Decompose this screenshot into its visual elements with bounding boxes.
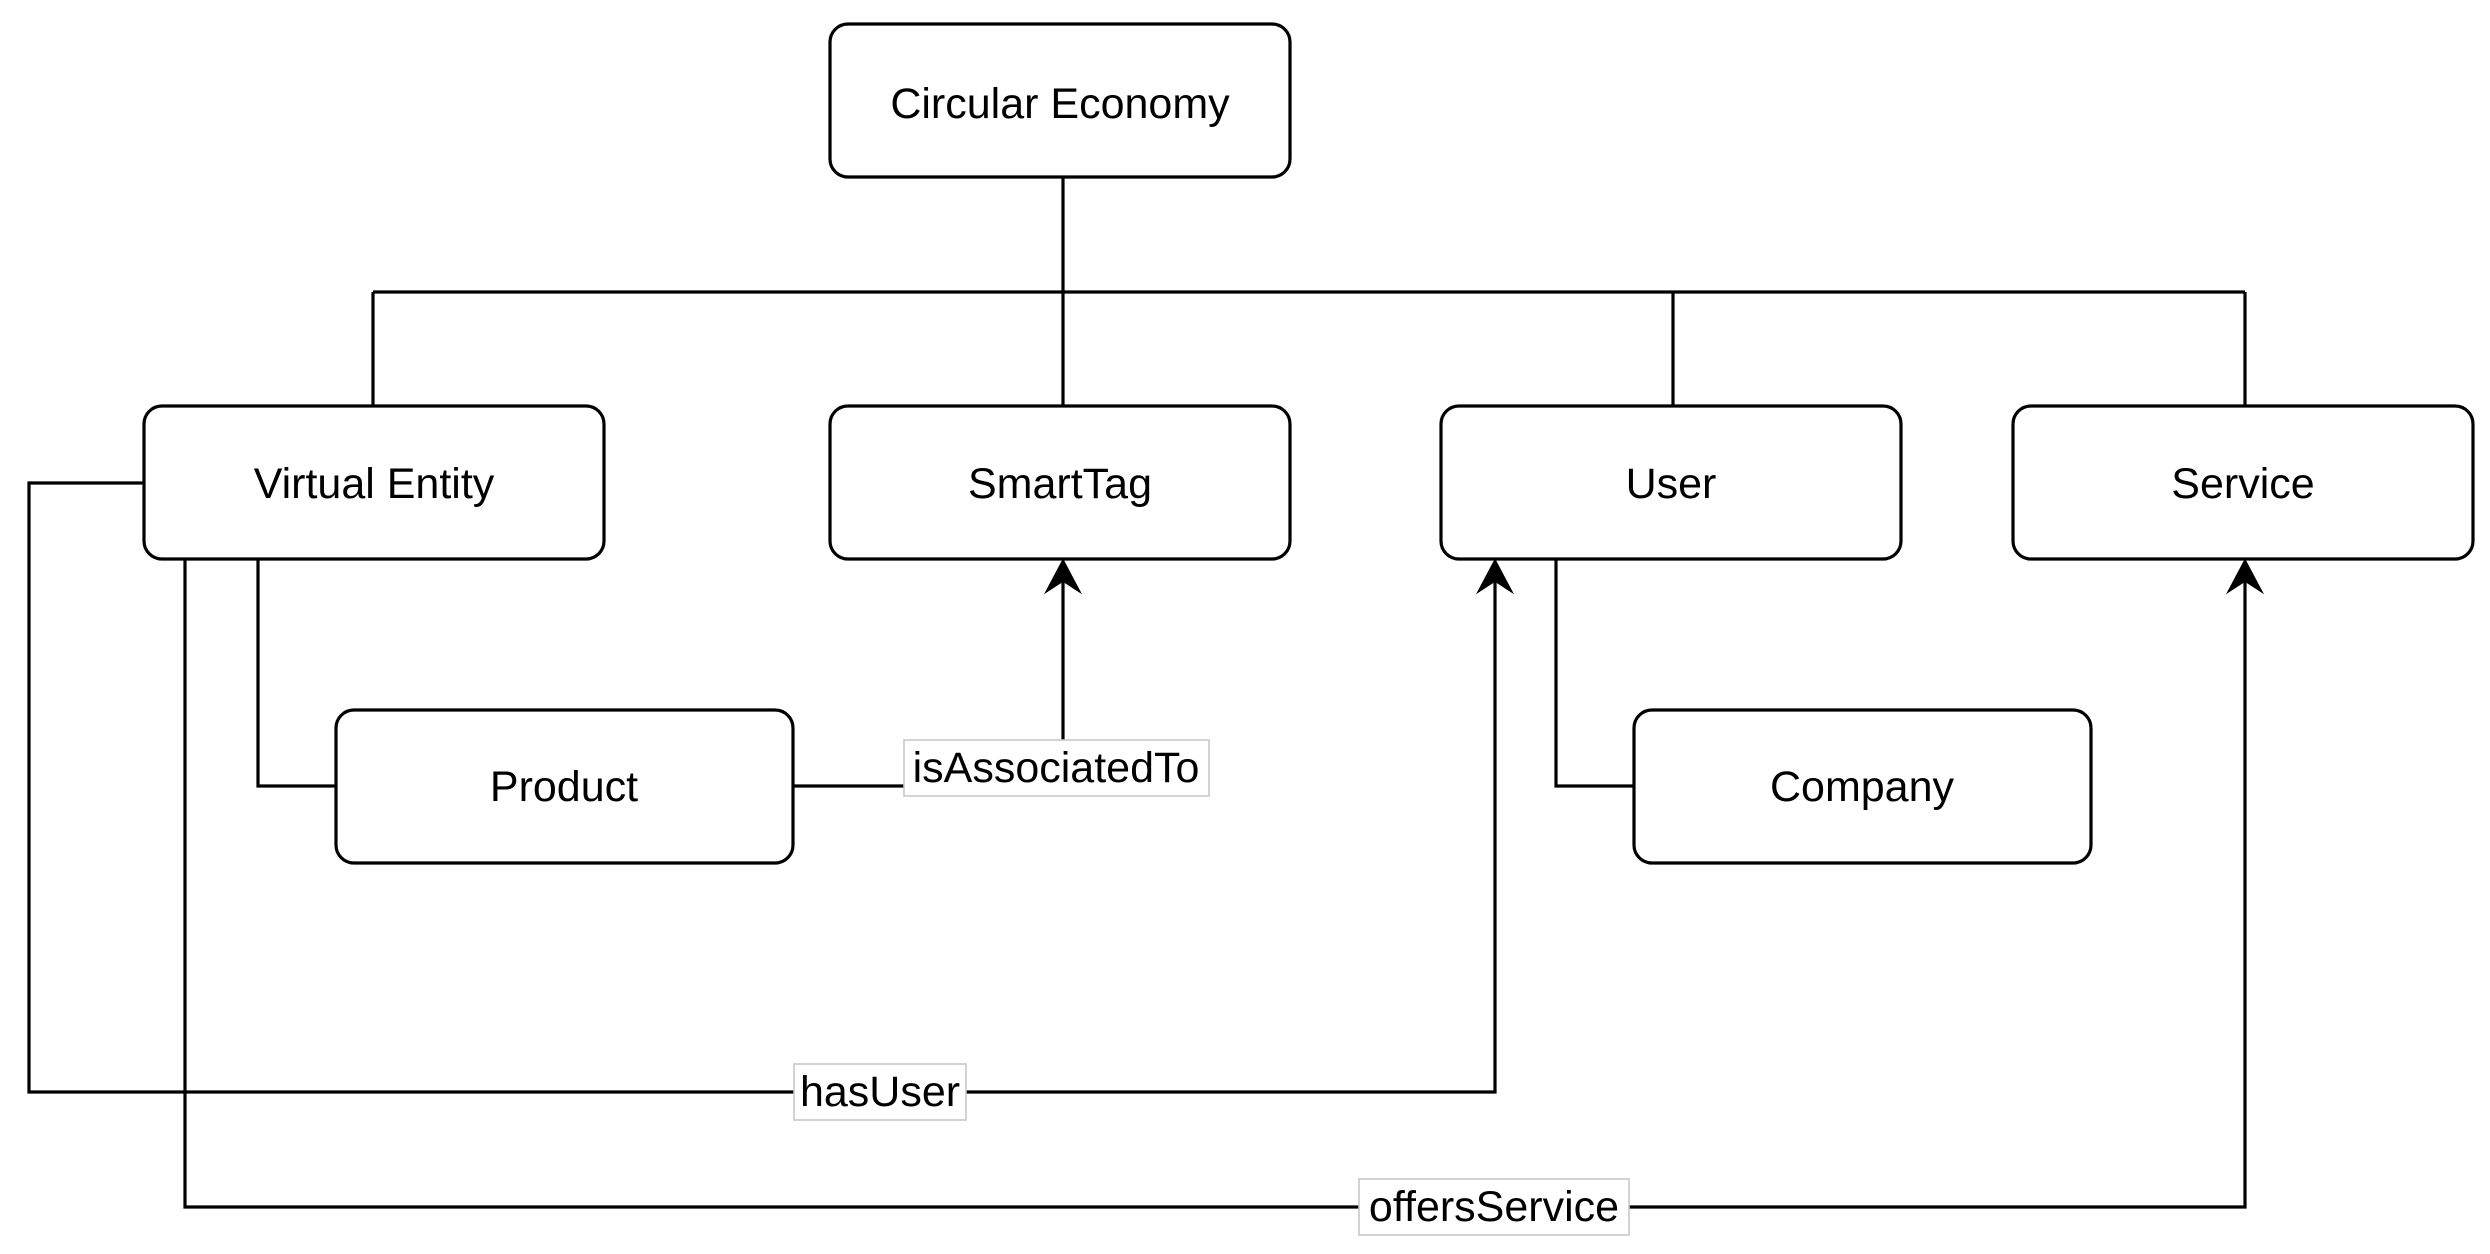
- node-smarttag[interactable]: SmartTag: [828, 404, 1292, 561]
- node-product[interactable]: Product: [334, 708, 795, 865]
- label-is-associated-to: isAssociatedTo: [903, 739, 1210, 797]
- label-is-associated-to-text: isAssociatedTo: [913, 744, 1200, 792]
- node-circular-economy[interactable]: Circular Economy: [828, 22, 1292, 179]
- edge-offers-service: [183, 559, 2247, 1209]
- label-offers-service-text: offersService: [1369, 1183, 1619, 1231]
- label-offers-service: offersService: [1358, 1178, 1630, 1236]
- node-user[interactable]: User: [1439, 404, 1903, 561]
- connector-virtual-entity-to-product: [256, 559, 336, 788]
- arrowhead-smarttag: [1043, 558, 1083, 595]
- node-service[interactable]: Service: [2011, 404, 2475, 561]
- edge-has-user: [27, 481, 1497, 1094]
- node-circular-economy-label: Circular Economy: [890, 80, 1230, 128]
- label-has-user: hasUser: [793, 1063, 967, 1121]
- connector-user-to-company: [1554, 559, 1634, 788]
- node-company-label: Company: [1770, 763, 1955, 811]
- label-has-user-text: hasUser: [800, 1068, 960, 1116]
- node-product-label: Product: [490, 763, 638, 811]
- node-service-label: Service: [2171, 460, 2314, 508]
- node-company[interactable]: Company: [1632, 708, 2093, 865]
- node-virtual-entity-label: Virtual Entity: [254, 460, 495, 508]
- node-virtual-entity[interactable]: Virtual Entity: [142, 404, 606, 561]
- node-user-label: User: [1626, 460, 1717, 508]
- arrowhead-user: [1475, 558, 1515, 595]
- node-smarttag-label: SmartTag: [968, 460, 1152, 508]
- arrowhead-service: [2225, 558, 2265, 595]
